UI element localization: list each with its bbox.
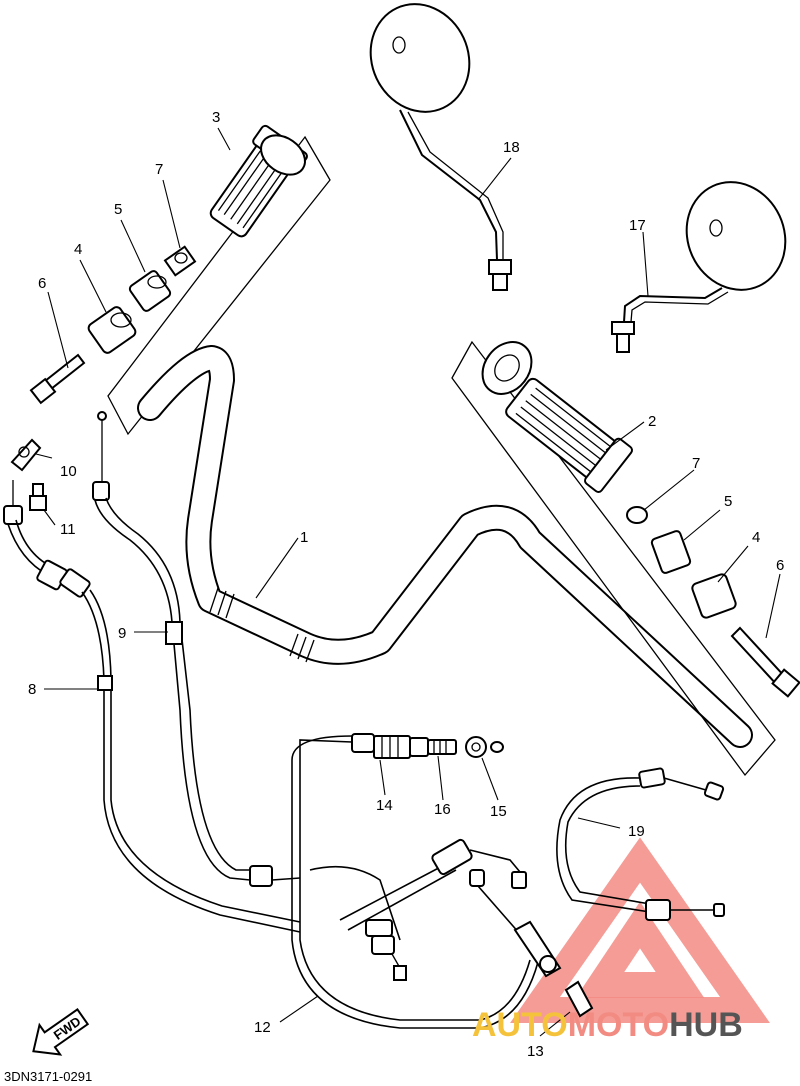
left-grip-assembly [29,124,331,436]
watermark-text-moto: MOTO [568,1006,669,1044]
callout-2: 2 [648,413,656,430]
callout-14: 14 [376,797,393,814]
mirror-right [611,181,787,353]
callout-15: 15 [490,803,507,820]
cable-adjusters [351,733,504,759]
throttle-cable-12 [291,735,539,1029]
diagram-code: 3DN3171-0291 [4,1069,92,1084]
leader-lines [35,127,781,1037]
callout-10: 10 [60,463,77,480]
callout-9: 9 [118,625,126,642]
callout-5-right: 5 [724,493,732,510]
handlebar [137,345,753,748]
callout-18: 18 [503,139,520,156]
right-grip-assembly [451,340,800,777]
callout-4-right: 4 [752,529,760,546]
watermark-logo [510,837,770,1023]
callout-11: 11 [60,521,76,538]
callout-13: 13 [527,1043,544,1060]
callout-7-left: 7 [155,161,163,178]
callout-3: 3 [212,109,220,126]
starter-cable-19 [556,767,725,921]
watermark-text-auto: AUTO [472,1006,568,1044]
callout-16: 16 [434,801,451,818]
watermark-text-hub: HUB [669,1006,743,1044]
callout-6-left: 6 [38,275,46,292]
watermark-text: AUTOMOTOHUB [472,1006,743,1044]
callout-6-right: 6 [776,557,784,574]
callout-labels: 1 2 3 4 4 5 5 6 6 7 7 8 9 10 11 12 13 14… [28,109,784,1060]
mirror-left [369,3,512,291]
throttle-cable-9 [92,411,301,887]
callout-1: 1 [300,529,308,546]
forward-arrow-icon: FWD [32,1008,90,1056]
callout-19: 19 [628,823,645,840]
callout-17: 17 [629,217,646,234]
callout-4-left: 4 [74,241,82,258]
clutch-cable [3,438,301,933]
callout-5-left: 5 [114,201,122,218]
callout-7-right: 7 [692,455,700,472]
callout-12: 12 [254,1019,271,1036]
callout-8: 8 [28,681,36,698]
cable-bracket-13 [469,869,594,1018]
